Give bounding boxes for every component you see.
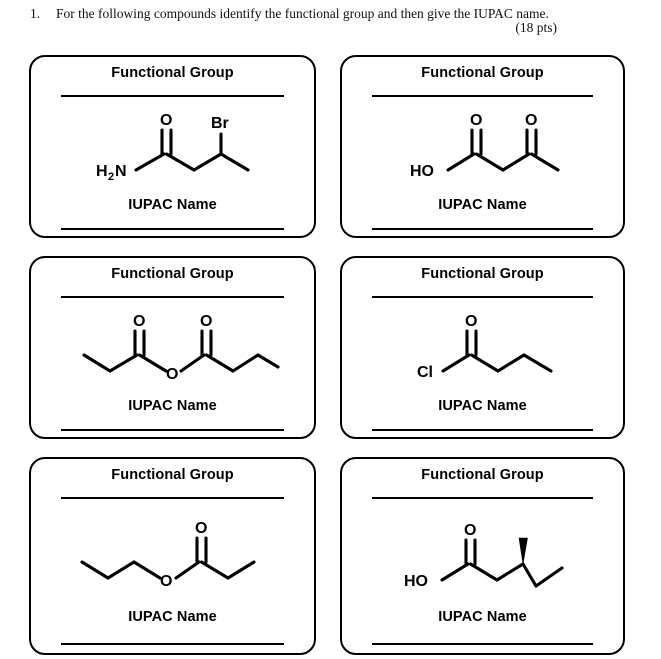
compound-card-2[interactable]: Functional Group HO O O IUPAC Name bbox=[340, 55, 625, 238]
structure-propyl-propanoate: O O bbox=[31, 511, 314, 607]
functional-group-label: Functional Group bbox=[111, 266, 234, 282]
iupac-name-label: IUPAC Name bbox=[438, 398, 527, 414]
structure-3-oxobutanoic-acid: HO O O bbox=[342, 105, 623, 197]
functional-group-answer-line[interactable] bbox=[372, 296, 593, 298]
atom-label-O: O bbox=[465, 313, 477, 330]
iupac-name-label: IUPAC Name bbox=[128, 197, 217, 213]
functional-group-label: Functional Group bbox=[111, 65, 234, 81]
question-prompt: For the following compounds identify the… bbox=[56, 6, 549, 21]
points-label: (18 pts) bbox=[515, 20, 557, 35]
compound-card-5[interactable]: Functional Group O O IUPAC Name bbox=[29, 457, 316, 655]
question-header: 1. For the following compounds identify t… bbox=[30, 6, 630, 22]
functional-group-answer-line[interactable] bbox=[61, 95, 284, 97]
iupac-name-answer-line[interactable] bbox=[61, 643, 284, 645]
atom-label-O-carbonyl: O bbox=[195, 520, 207, 537]
functional-group-label: Functional Group bbox=[421, 266, 544, 282]
functional-group-label: Functional Group bbox=[421, 65, 544, 81]
atom-label-O: O bbox=[160, 112, 172, 129]
compound-card-4[interactable]: Functional Group Cl O IUPAC Name bbox=[340, 256, 625, 439]
functional-group-answer-line[interactable] bbox=[372, 95, 593, 97]
atom-label-O-bridge: O bbox=[166, 366, 178, 383]
iupac-name-label: IUPAC Name bbox=[128, 609, 217, 625]
functional-group-label: Functional Group bbox=[421, 467, 544, 483]
iupac-name-answer-line[interactable] bbox=[372, 429, 593, 431]
iupac-name-label: IUPAC Name bbox=[128, 398, 217, 414]
iupac-name-answer-line[interactable] bbox=[61, 228, 284, 230]
compound-card-6[interactable]: Functional Group HO O IUPAC Name bbox=[340, 457, 625, 655]
structure-butanoyl-chloride: Cl O bbox=[342, 306, 623, 398]
atom-label-Cl: Cl bbox=[417, 364, 433, 381]
structure-anhydride: O O O bbox=[31, 306, 314, 398]
iupac-name-label: IUPAC Name bbox=[438, 609, 527, 625]
atom-label-O: O bbox=[464, 522, 476, 539]
structure-3-methylpentanoic-acid: HO O bbox=[342, 511, 623, 607]
functional-group-answer-line[interactable] bbox=[61, 296, 284, 298]
iupac-name-answer-line[interactable] bbox=[61, 429, 284, 431]
question-number: 1. bbox=[30, 6, 41, 21]
iupac-name-answer-line[interactable] bbox=[372, 228, 593, 230]
iupac-name-label: IUPAC Name bbox=[438, 197, 527, 213]
atom-label-O-acid: O bbox=[470, 112, 482, 129]
atom-label-H-subscript: 2 bbox=[108, 171, 114, 183]
atom-label-H: H bbox=[96, 163, 108, 180]
atom-label-O-ketone: O bbox=[525, 112, 537, 129]
compound-card-1[interactable]: Functional Group H 2 N O Br IUPAC Name bbox=[29, 55, 316, 238]
atom-label-O-ester: O bbox=[160, 573, 172, 590]
functional-group-answer-line[interactable] bbox=[61, 497, 284, 499]
stereo-wedge bbox=[518, 537, 528, 565]
atom-label-Br: Br bbox=[211, 115, 229, 132]
structure-3-bromobutanamide: H 2 N O Br bbox=[31, 105, 314, 197]
functional-group-label: Functional Group bbox=[111, 467, 234, 483]
functional-group-answer-line[interactable] bbox=[372, 497, 593, 499]
atom-label-N: N bbox=[115, 163, 127, 180]
atom-label-O-right: O bbox=[200, 313, 212, 330]
atom-label-HO: HO bbox=[410, 163, 434, 180]
iupac-name-answer-line[interactable] bbox=[372, 643, 593, 645]
atom-label-O-left: O bbox=[133, 313, 145, 330]
atom-label-HO: HO bbox=[404, 573, 428, 590]
compound-card-3[interactable]: Functional Group O O O bbox=[29, 256, 316, 439]
